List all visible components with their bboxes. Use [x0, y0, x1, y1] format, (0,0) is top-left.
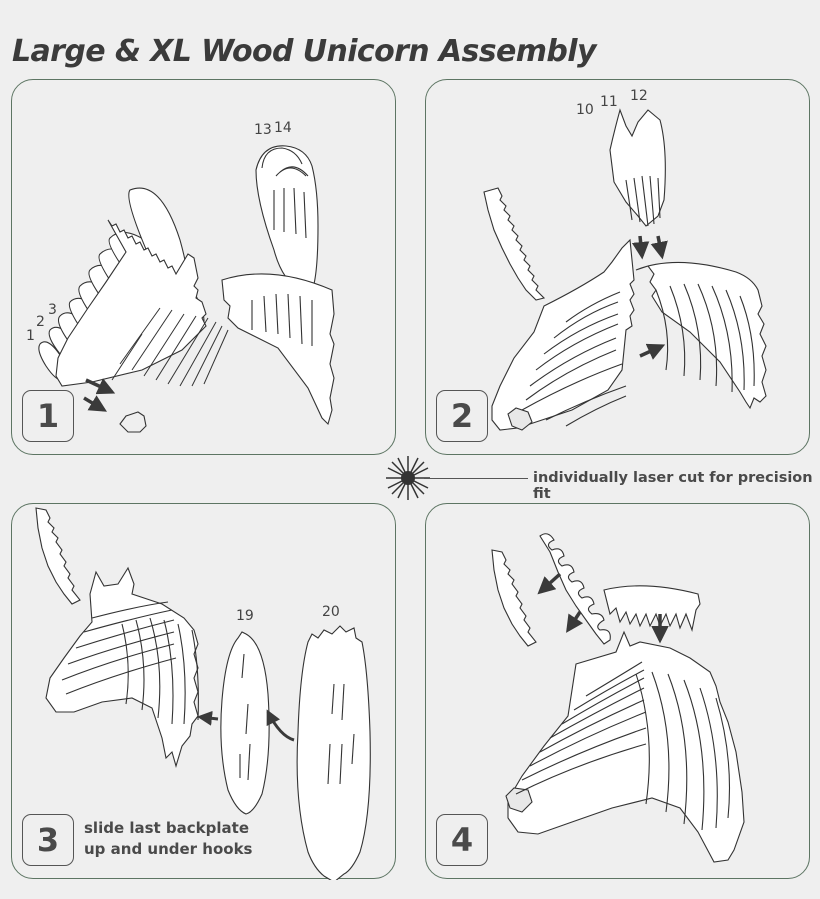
- mane-pieces-13-14: [221, 145, 335, 426]
- part-label: 3: [48, 302, 57, 318]
- head-side-plate: [55, 219, 229, 433]
- laser-line: [424, 478, 528, 479]
- step-3-illustration: [35, 507, 371, 880]
- arrow-icon: [85, 378, 116, 395]
- horn-spiral: [539, 533, 611, 645]
- insert-arrows: [83, 378, 116, 412]
- step-2-illustration: [483, 108, 767, 431]
- arrow-icon: [266, 709, 295, 742]
- unicorn-head-partial: [483, 187, 635, 431]
- step-number-badge: 1: [22, 390, 74, 442]
- step-1-illustration: [38, 145, 335, 433]
- arrow-icon: [639, 343, 666, 360]
- arrow-icon: [197, 710, 219, 726]
- backplate-19: [220, 631, 270, 815]
- step-3-note-line-1: slide last backplate: [84, 819, 249, 837]
- insert-arrows: [631, 235, 668, 360]
- unicorn-head-assembled: [35, 507, 199, 768]
- mane-assembly: [609, 108, 767, 410]
- arrow-icon: [566, 611, 584, 633]
- step-panel-2: 10 11 12 2: [425, 79, 810, 455]
- page-title: Large & XL Wood Unicorn Assembly: [12, 34, 597, 69]
- part-label: 12: [630, 88, 648, 104]
- unicorn-head-complete: [491, 549, 745, 863]
- arrow-icon: [631, 235, 650, 260]
- step-4-illustration: [491, 533, 745, 863]
- step-panel-3: 19 20 slide last backplate up and under …: [11, 503, 396, 880]
- step-panel-4: 4: [425, 503, 810, 879]
- step-3-note-line-2: up and under hooks: [84, 840, 253, 858]
- insert-arrows: [537, 572, 669, 644]
- step-number-badge: 2: [436, 390, 488, 442]
- part-label: 2: [36, 314, 45, 330]
- insert-arrows: [197, 709, 295, 742]
- laser-burst-icon: [386, 456, 430, 500]
- step-3-note: slide last backplate up and under hooks: [84, 818, 252, 860]
- part-label: 19: [236, 608, 254, 624]
- top-mane-strip: [603, 585, 701, 632]
- arrow-icon: [650, 235, 668, 260]
- part-label: 14: [274, 120, 292, 136]
- part-label: 10: [576, 102, 594, 118]
- arrow-icon: [537, 572, 562, 595]
- part-label: 11: [600, 94, 618, 110]
- step-panel-1: 1 2 3 13 14 1: [11, 79, 396, 455]
- arrow-icon: [83, 395, 108, 412]
- backplate-20: [296, 625, 371, 880]
- part-label: 20: [322, 604, 340, 620]
- step-number-badge: 4: [436, 814, 488, 866]
- part-label: 1: [26, 328, 35, 344]
- laser-note: individually laser cut for precision fit: [533, 470, 813, 502]
- step-number-badge: 3: [22, 814, 74, 866]
- part-label: 13: [254, 122, 272, 138]
